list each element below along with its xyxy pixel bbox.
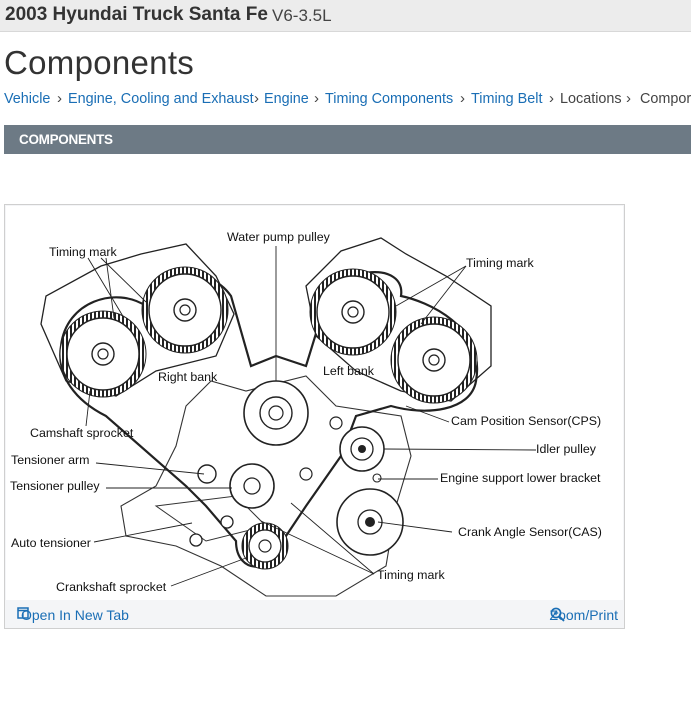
label-water-pump-pulley: Water pump pulley xyxy=(227,230,331,244)
chevron-right-icon: › xyxy=(57,90,62,107)
chevron-right-icon: › xyxy=(254,90,259,107)
label-timing-mark-right: Timing mark xyxy=(466,256,534,270)
breadcrumb-engine-cooling-exhaust[interactable]: Engine, Cooling and Exhaust xyxy=(68,91,254,107)
label-tensioner-arm: Tensioner arm xyxy=(11,453,90,467)
breadcrumb-timing-belt[interactable]: Timing Belt xyxy=(471,91,543,107)
breadcrumb-engine[interactable]: Engine xyxy=(264,91,309,107)
label-right-bank: Right bank xyxy=(158,370,218,384)
section-header: COMPONENTS xyxy=(4,125,691,154)
label-left-bank: Left bank xyxy=(323,364,375,378)
open-in-new-tab-label: Open In New Tab xyxy=(21,607,129,623)
engine-spec: V6-3.5L xyxy=(272,6,332,25)
label-idler-pulley: Idler pulley xyxy=(536,442,597,456)
page-title: Components xyxy=(4,44,195,81)
breadcrumb-timing-components[interactable]: Timing Components xyxy=(325,91,454,107)
zoom-print-link[interactable]: Zoom/Print xyxy=(550,607,618,623)
section-header-label: COMPONENTS xyxy=(19,132,113,147)
label-auto-tensioner: Auto tensioner xyxy=(11,536,91,550)
chevron-right-icon: › xyxy=(460,90,465,107)
label-crankshaft-sprocket: Crankshaft sprocket xyxy=(56,580,167,594)
zoom-in-icon xyxy=(550,607,565,622)
label-camshaft-sprocket: Camshaft sprocket xyxy=(30,426,134,440)
diagram-figure: Timing mark Water pump pulley Timing mar… xyxy=(4,204,625,629)
timing-belt-diagram-drawing: Timing mark Water pump pulley Timing mar… xyxy=(10,230,602,597)
label-timing-mark-bottom: Timing mark xyxy=(377,568,445,582)
label-tensioner-pulley: Tensioner pulley xyxy=(10,479,100,493)
chevron-right-icon: › xyxy=(626,90,631,107)
open-in-new-tab-link[interactable]: Open In New Tab xyxy=(17,607,129,623)
label-crank-angle-sensor: Crank Angle Sensor(CAS) xyxy=(458,525,602,539)
timing-belt-diagram[interactable]: Timing mark Water pump pulley Timing mar… xyxy=(6,206,623,600)
breadcrumb-locations: Locations xyxy=(560,91,622,107)
vehicle-header: 2003 Hyundai Truck Santa Fe V6-3.5L xyxy=(0,0,691,32)
zoom-print-label: Zoom/Print xyxy=(549,607,618,623)
breadcrumb-vehicle[interactable]: Vehicle xyxy=(4,91,51,107)
label-cam-position-sensor: Cam Position Sensor(CPS) xyxy=(451,414,601,428)
chevron-right-icon: › xyxy=(314,90,319,107)
chevron-right-icon: › xyxy=(549,90,554,107)
label-timing-mark-left: Timing mark xyxy=(49,245,117,259)
open-in-new-tab-icon xyxy=(17,607,29,619)
label-engine-support-lower-bracket: Engine support lower bracket xyxy=(440,471,601,485)
vehicle-title: 2003 Hyundai Truck Santa Fe xyxy=(5,4,268,25)
breadcrumb-current: Compor xyxy=(640,91,691,107)
